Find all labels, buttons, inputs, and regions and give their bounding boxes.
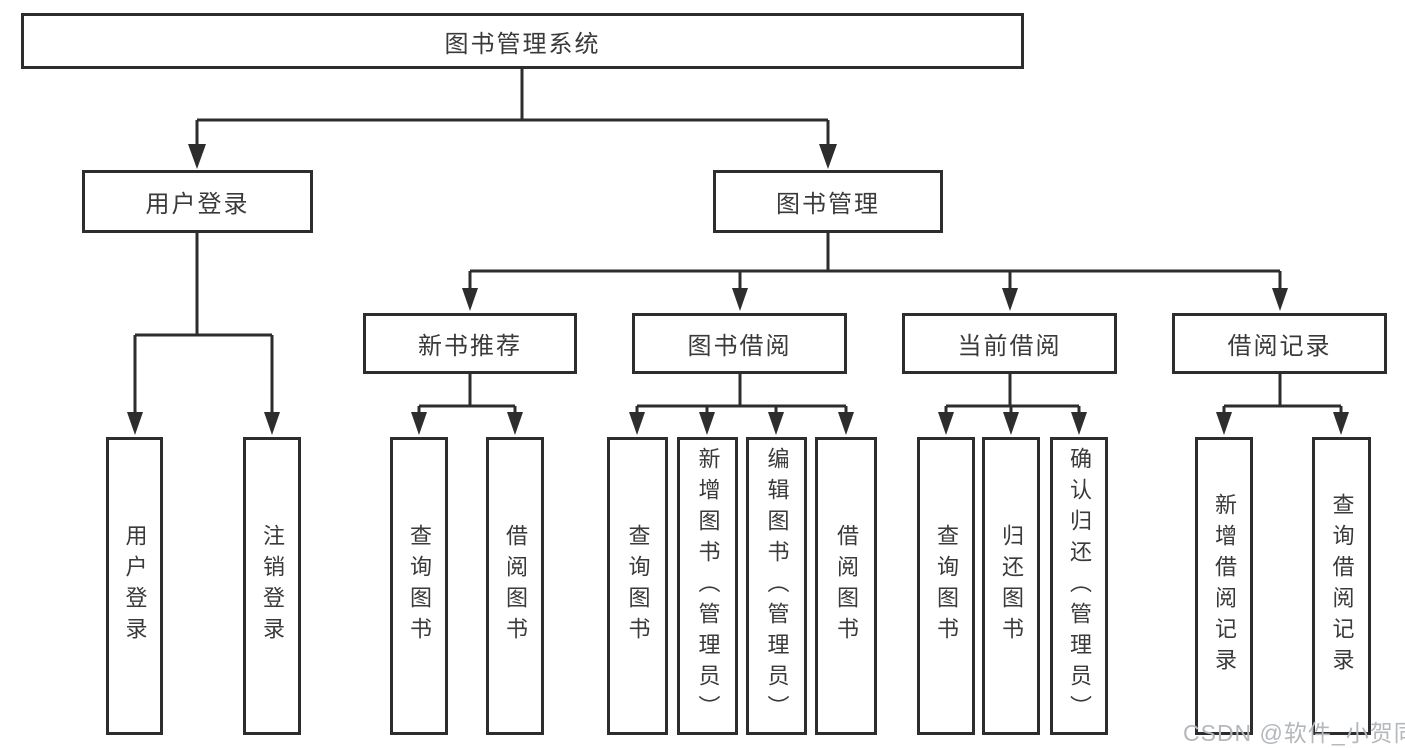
node-book-management: 图书管理 [713,170,943,233]
node-query-books-borrowing: 查询图书 [607,437,668,735]
watermark: CSDN @软件_小贺同学 [1183,720,1405,746]
node-borrow-books-recommend: 借阅图书 [486,437,544,735]
node-new-book-recommend: 新书推荐 [363,313,577,374]
node-query-books-recommend: 查询图书 [390,437,448,735]
node-borrow-records: 借阅记录 [1172,313,1387,374]
node-query-books-current: 查询图书 [917,437,975,735]
node-logout: 注销登录 [243,437,301,735]
node-user-login: 用户登录 [82,170,313,233]
node-current-borrowing: 当前借阅 [902,313,1117,374]
node-borrow-books-leaf: 借阅图书 [815,437,877,735]
node-add-book-admin: 新增图书（管理员） [677,437,738,735]
node-confirm-return-admin: 确认归还（管理员） [1050,437,1108,735]
node-add-borrow-record: 新增借阅记录 [1195,437,1253,735]
node-user-login-leaf: 用户登录 [106,437,163,735]
node-edit-book-admin: 编辑图书（管理员） [746,437,807,735]
node-library-system: 图书管理系统 [21,13,1024,69]
node-return-book: 归还图书 [982,437,1040,735]
node-query-borrow-record: 查询借阅记录 [1312,437,1371,735]
node-book-borrowing: 图书借阅 [632,313,847,374]
